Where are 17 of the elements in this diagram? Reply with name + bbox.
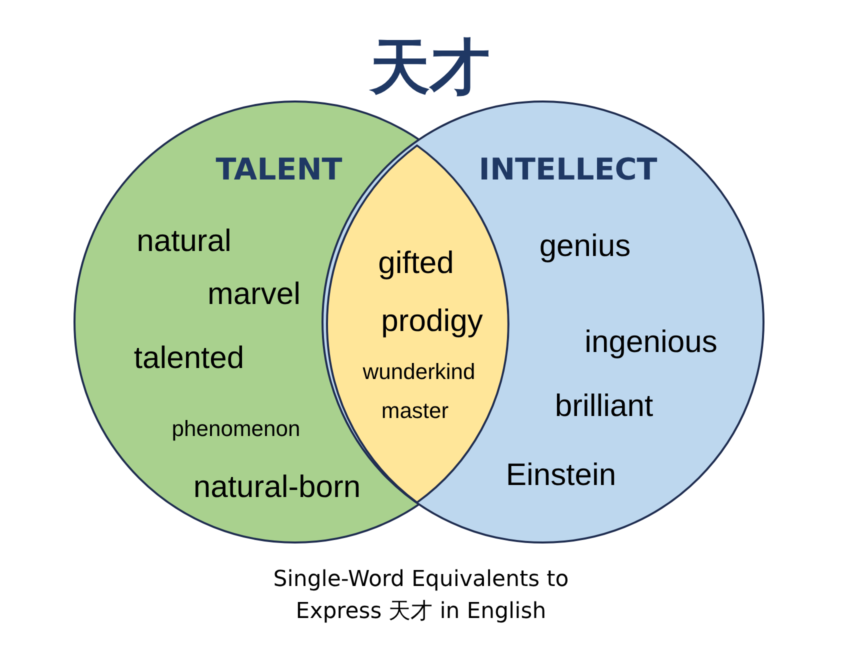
word-label: brilliant <box>554 388 654 424</box>
word-label: Einstein <box>506 457 616 493</box>
caption: Single-Word Equivalents to Express 天才 in English <box>272 566 570 626</box>
word-label: master <box>381 398 449 424</box>
word-label: ingenious <box>584 324 718 360</box>
circle-heading: TALENT <box>216 152 342 188</box>
circle-heading: INTELLECT <box>478 152 658 188</box>
diagram-title: 天才 <box>370 32 490 104</box>
word-label: phenomenon <box>172 416 300 442</box>
word-label: natural-born <box>193 469 361 505</box>
word-label: wunderkind <box>362 359 476 385</box>
word-label: prodigy <box>381 303 483 339</box>
word-label: marvel <box>208 276 300 312</box>
word-label: talented <box>134 340 244 376</box>
word-label: genius <box>539 228 631 264</box>
word-label: gifted <box>378 245 454 281</box>
word-label: natural <box>136 223 232 259</box>
